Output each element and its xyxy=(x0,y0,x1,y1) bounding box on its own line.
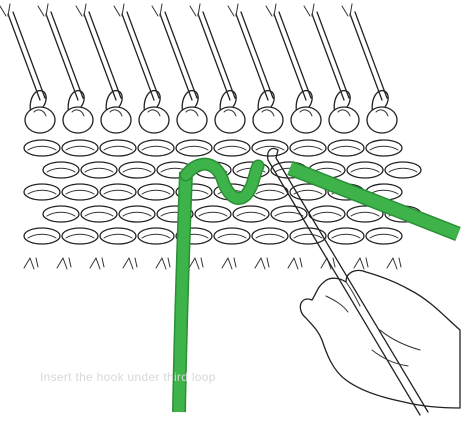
needle-tip xyxy=(38,4,48,16)
needle-tip xyxy=(0,4,10,16)
needle-tip xyxy=(228,4,238,16)
fabric-stitch xyxy=(62,140,98,156)
fabric-stitch xyxy=(290,228,326,244)
fabric-fringe xyxy=(24,258,38,269)
fabric-stitch xyxy=(309,206,345,222)
needle xyxy=(160,14,192,100)
fabric-stitch xyxy=(195,206,231,222)
needle-edge xyxy=(355,12,387,98)
fabric-stitch xyxy=(290,140,326,156)
needle-edge xyxy=(241,12,273,98)
fabric-stitch xyxy=(271,206,307,222)
fabric-stitch xyxy=(138,228,174,244)
needle xyxy=(312,14,344,100)
needle xyxy=(46,14,78,100)
fabric-stitch xyxy=(62,228,98,244)
needle-edge xyxy=(279,12,311,98)
top-stitch-loop xyxy=(101,107,131,133)
top-stitch-loop xyxy=(177,107,207,133)
needle-edge xyxy=(317,12,349,98)
fabric-stitch xyxy=(328,140,364,156)
fabric-stitch xyxy=(366,228,402,244)
top-stitch-loop xyxy=(329,107,359,133)
needle xyxy=(198,14,230,100)
needle-edge xyxy=(13,12,45,98)
fabric-stitch xyxy=(119,162,155,178)
needle-tip xyxy=(152,4,162,16)
needle-tip xyxy=(266,4,276,16)
fabric-fringe xyxy=(222,258,236,269)
fabric-fringe xyxy=(123,258,137,269)
needle xyxy=(8,14,40,100)
needle-edge xyxy=(165,12,197,98)
fabric-stitch xyxy=(119,206,155,222)
figure-caption: Insert the hook under third loop xyxy=(40,370,216,384)
knitting-needles xyxy=(0,4,387,100)
fabric-stitch xyxy=(43,162,79,178)
needle-edge xyxy=(51,12,83,98)
needle-edge xyxy=(127,12,159,98)
fabric-stitch xyxy=(100,184,136,200)
fabric-fringe xyxy=(354,258,368,269)
top-stitch-loop xyxy=(367,107,397,133)
fabric-stitch xyxy=(366,140,402,156)
needle xyxy=(274,14,306,100)
fabric-fringe xyxy=(156,258,170,269)
needle xyxy=(350,14,382,100)
needle xyxy=(84,14,116,100)
needle-tip xyxy=(190,4,200,16)
top-stitch-loop xyxy=(253,107,283,133)
fabric-stitch xyxy=(138,184,174,200)
fabric-stitch xyxy=(100,140,136,156)
fabric-stitch xyxy=(176,140,212,156)
fabric-stitch xyxy=(43,206,79,222)
fabric-stitch xyxy=(385,162,421,178)
needle-loops xyxy=(25,91,397,133)
fabric-stitch xyxy=(233,206,269,222)
needle xyxy=(236,14,268,100)
fabric-stitch xyxy=(214,140,250,156)
needle-tip xyxy=(114,4,124,16)
fabric-stitch xyxy=(24,140,60,156)
top-stitch-loop xyxy=(215,107,245,133)
fabric-fringe xyxy=(57,258,71,269)
fabric-fringe xyxy=(90,258,104,269)
fabric-stitch xyxy=(24,184,60,200)
knitted-fabric xyxy=(24,140,421,269)
fabric-fringe xyxy=(255,258,269,269)
fabric-fringe xyxy=(288,258,302,269)
hand-icon xyxy=(300,270,460,408)
fabric-stitch xyxy=(214,228,250,244)
needle-tip xyxy=(342,4,352,16)
needle-tip xyxy=(76,4,86,16)
fabric-stitch xyxy=(252,228,288,244)
needle xyxy=(122,14,154,100)
fabric-stitch xyxy=(328,228,364,244)
needle-edge xyxy=(203,12,235,98)
fabric-stitch xyxy=(252,140,288,156)
top-stitch-loop xyxy=(63,107,93,133)
fabric-fringe xyxy=(387,258,401,269)
needle-edge xyxy=(89,12,121,98)
fabric-stitch xyxy=(138,140,174,156)
fabric-stitch xyxy=(62,184,98,200)
fabric-stitch xyxy=(100,228,136,244)
needle-tip xyxy=(304,4,314,16)
top-stitch-loop xyxy=(25,107,55,133)
fabric-stitch xyxy=(81,162,117,178)
fabric-stitch xyxy=(24,228,60,244)
fabric-stitch xyxy=(81,206,117,222)
top-stitch-loop xyxy=(291,107,321,133)
fabric-fringe xyxy=(189,258,203,269)
fabric-stitch xyxy=(347,162,383,178)
top-stitch-loop xyxy=(139,107,169,133)
